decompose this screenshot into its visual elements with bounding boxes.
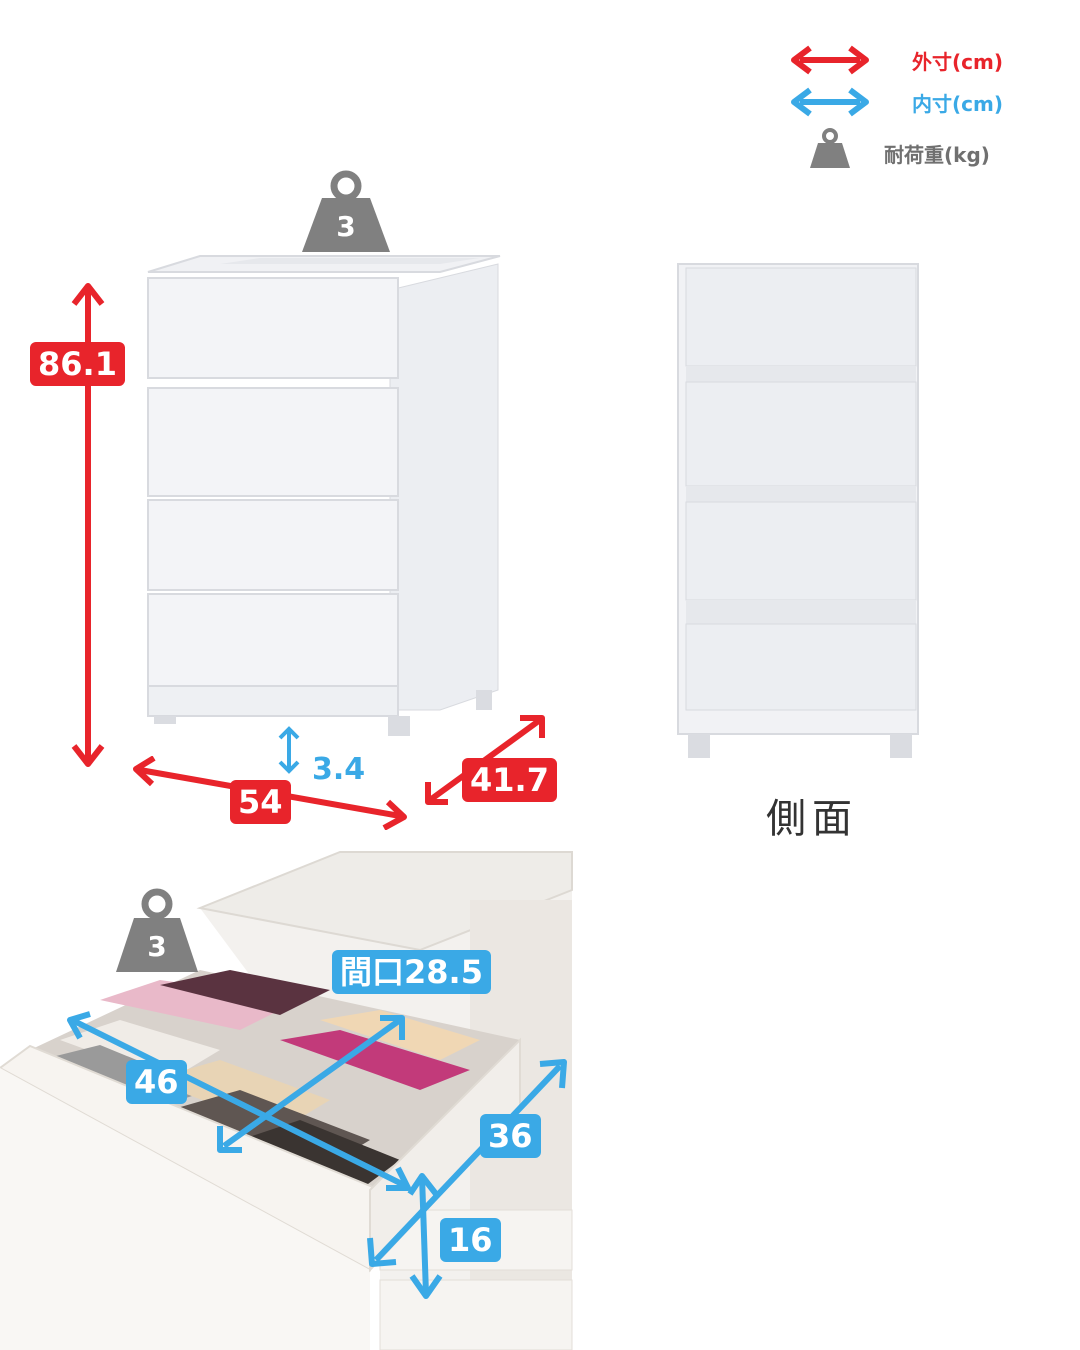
drawer-width-label: 46: [126, 1060, 187, 1104]
cabinet-side-illustration: [677, 263, 919, 758]
front-load-weight: 3: [300, 170, 392, 254]
legend-outer: 外寸(cm): [788, 44, 1003, 76]
weight-icon: [302, 170, 390, 252]
legend-inner: 内寸(cm): [788, 86, 1003, 118]
depth-label: 41.7: [462, 758, 557, 802]
clearance-arrow: [278, 726, 300, 774]
front-load-value: 3: [336, 210, 356, 243]
double-arrow-red-icon: [791, 45, 869, 75]
drawer-load-weight: 3: [114, 888, 200, 974]
legend-load: 耐荷重(kg): [808, 128, 990, 170]
drawer-height-label: 16: [440, 1218, 501, 1262]
cabinet-front-illustration: [147, 255, 501, 736]
height-label: 86.1: [30, 342, 125, 386]
weight-icon: [116, 888, 198, 972]
drawer-load-value: 3: [147, 930, 167, 963]
drawer-inner-arrows: [67, 1011, 567, 1299]
legend-load-label: 耐荷重(kg): [884, 142, 990, 167]
legend-inner-label: 内寸(cm): [912, 91, 1003, 116]
side-view-caption: 側面: [766, 796, 858, 842]
weight-icon: [810, 128, 850, 168]
width-label: 54: [230, 780, 291, 824]
drawer-opening-label: 間口28.5: [332, 950, 491, 994]
drawer-depth-label: 36: [480, 1114, 541, 1158]
clearance-label: 3.4: [312, 752, 366, 787]
legend-outer-label: 外寸(cm): [912, 49, 1003, 74]
double-arrow-blue-icon: [791, 87, 869, 117]
